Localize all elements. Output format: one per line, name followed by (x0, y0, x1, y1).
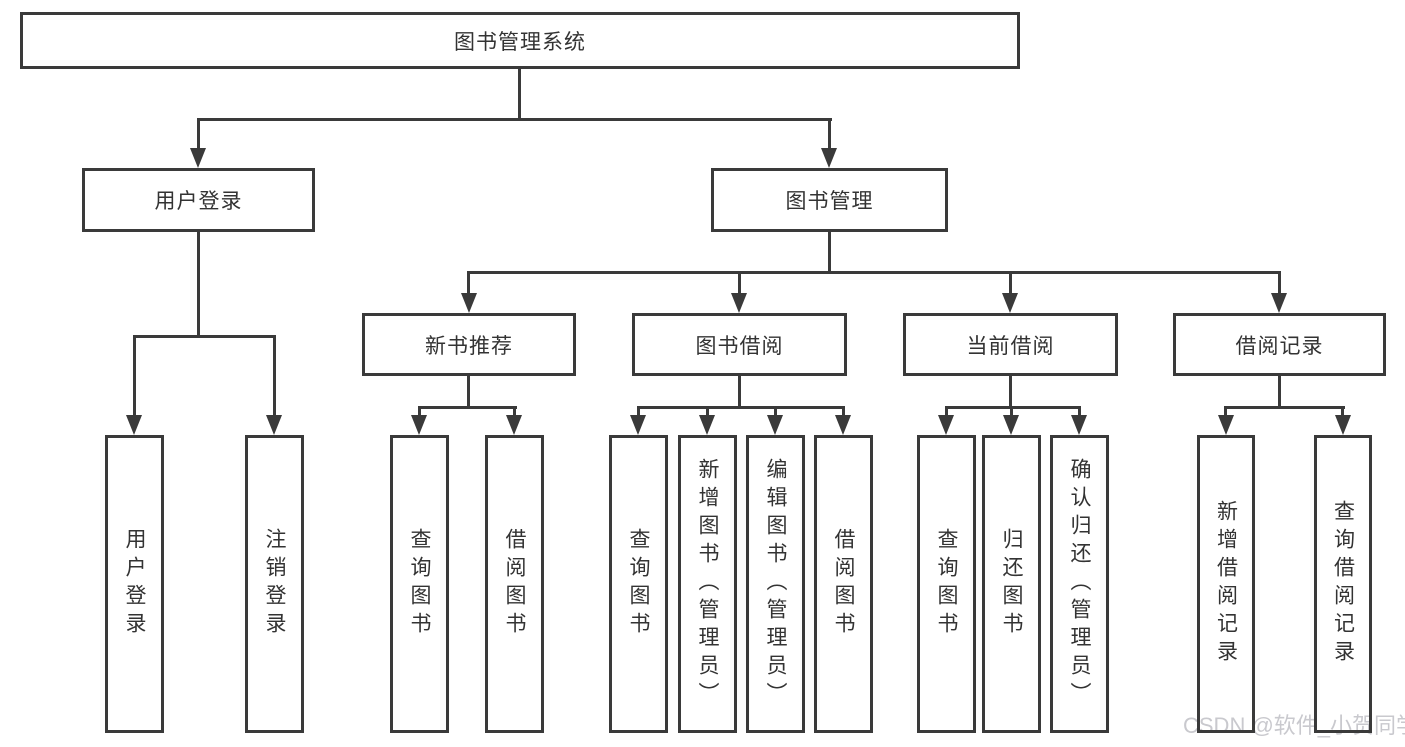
arrow-down-icon (411, 415, 427, 435)
connector-leaf-stem (706, 406, 709, 418)
connector-branch (945, 406, 1081, 409)
leaf-borrow-add-books-admin: 新增图书（管理员） (678, 435, 737, 733)
arrow-down-icon (1002, 293, 1018, 313)
leaf-newbook-borrow-books: 借阅图书 (485, 435, 544, 733)
connector-stem (467, 376, 470, 408)
arrow-down-icon (767, 415, 783, 435)
connector-login-stem (197, 232, 200, 337)
leaf-current-return-books: 归还图书 (982, 435, 1041, 733)
csdn-watermark: CSDN @软件_小贺同学 (1183, 713, 1405, 738)
connector-level3-stem (738, 271, 741, 296)
connector-leaf-stem (133, 335, 136, 417)
connector-mgmt-stem (828, 232, 831, 273)
connector-leaf-stem (774, 406, 777, 418)
leaf-records-add-record: 新增借阅记录 (1197, 435, 1255, 733)
leaf-borrow-query-books: 查询图书 (609, 435, 668, 733)
connector-branch (1224, 406, 1345, 409)
arrow-down-icon (461, 293, 477, 313)
leaf-borrow-borrow-books: 借阅图书 (814, 435, 873, 733)
node-borrow-records: 借阅记录 (1173, 313, 1386, 376)
arrow-down-icon (506, 415, 522, 435)
arrow-down-icon (630, 415, 646, 435)
node-user-login: 用户登录 (82, 168, 315, 232)
connector-branch (637, 406, 845, 409)
arrow-down-icon (266, 415, 282, 435)
arrow-down-icon (1003, 415, 1019, 435)
node-new-book-recommend: 新书推荐 (362, 313, 576, 376)
leaf-borrow-edit-books-admin: 编辑图书（管理员） (746, 435, 805, 733)
node-book-borrow: 图书借阅 (632, 313, 847, 376)
connector-leaf-stem (1341, 406, 1344, 418)
arrow-down-icon (190, 148, 206, 168)
connector-level3-stem (1278, 271, 1281, 296)
leaf-current-query-books: 查询图书 (917, 435, 976, 733)
arrow-down-icon (1271, 293, 1287, 313)
node-book-management: 图书管理 (711, 168, 948, 232)
connector-root-stem (518, 69, 521, 120)
connector-leaf-stem (945, 406, 948, 418)
arrow-down-icon (1071, 415, 1087, 435)
leaf-records-query-record: 查询借阅记录 (1314, 435, 1372, 733)
connector-stem (1009, 376, 1012, 408)
arrow-down-icon (1335, 415, 1351, 435)
arrow-down-icon (699, 415, 715, 435)
connector-leaf-stem (273, 335, 276, 417)
arrow-down-icon (835, 415, 851, 435)
node-current-borrow: 当前借阅 (903, 313, 1118, 376)
arrow-down-icon (126, 415, 142, 435)
arrow-down-icon (1218, 415, 1234, 435)
connector-branch (418, 406, 517, 409)
leaf-current-confirm-return-admin: 确认归还（管理员） (1050, 435, 1109, 733)
arrow-down-icon (731, 293, 747, 313)
connector-leaf-stem (637, 406, 640, 418)
connector-level3-stem (467, 271, 470, 296)
connector-leaf-stem (1078, 406, 1081, 418)
arrow-down-icon (821, 148, 837, 168)
connector-root-branch (197, 118, 832, 121)
connector-leaf-stem (418, 406, 421, 418)
connector-leaf-stem (513, 406, 516, 418)
node-root: 图书管理系统 (20, 12, 1020, 69)
connector-mgmt-branch (467, 271, 1281, 274)
connector-leaf-stem (842, 406, 845, 418)
connector-user-login-stem (197, 118, 200, 151)
connector-level3-stem (1009, 271, 1012, 296)
arrow-down-icon (938, 415, 954, 435)
connector-leaf-stem (1224, 406, 1227, 418)
leaf-user-login: 用户登录 (105, 435, 164, 733)
leaf-logout: 注销登录 (245, 435, 304, 733)
connector-stem (738, 376, 741, 408)
connector-stem (1278, 376, 1281, 408)
connector-book-mgmt-stem (828, 118, 831, 151)
connector-leaf-stem (1010, 406, 1013, 418)
leaf-newbook-query-books: 查询图书 (390, 435, 449, 733)
connector-login-branch (133, 335, 276, 338)
